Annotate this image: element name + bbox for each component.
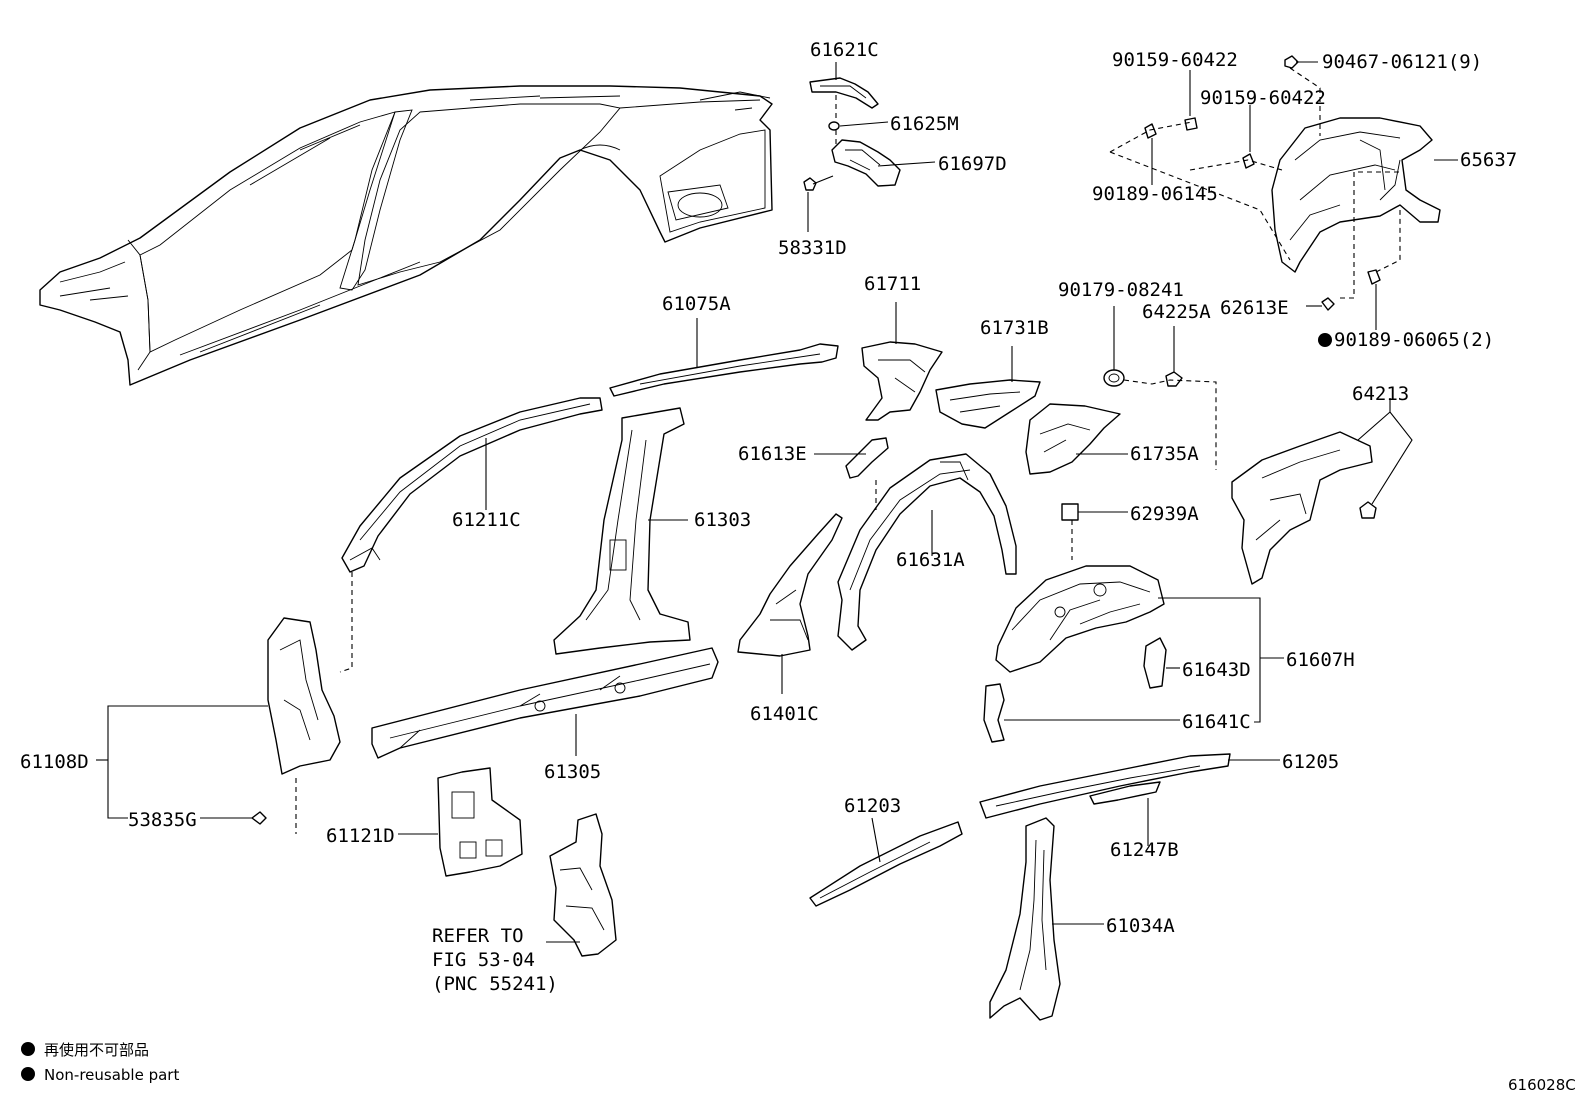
front-pillar-lower-61108d — [96, 617, 341, 834]
label-90179: 90179-08241 — [1058, 279, 1184, 301]
body-side-outer-illustration — [39, 85, 773, 386]
refer-note-line1: REFER TO — [432, 925, 524, 947]
label-61034a: 61034A — [1106, 915, 1175, 937]
rear-pillar-group — [809, 753, 1280, 1021]
center-pillar-61303 — [553, 407, 691, 655]
label-90189-06145: 90189-06145 — [1092, 183, 1218, 205]
roof-rail-61075a — [609, 318, 839, 397]
label-62613e: 62613E — [1220, 297, 1289, 319]
label-61401c: 61401C — [750, 703, 819, 725]
figure-id: 616028C — [1508, 1076, 1576, 1094]
refer-bracket-illustration — [546, 813, 617, 957]
label-61631a: 61631A — [896, 549, 965, 571]
legend-jp: 再使用不可部品 — [44, 1041, 149, 1059]
label-61711: 61711 — [864, 273, 921, 295]
part-labels: 61621C 61625M 61697D 58331D 90159-60422 … — [20, 39, 1517, 995]
label-64225a: 64225A — [1142, 301, 1211, 323]
label-61621c: 61621C — [810, 39, 879, 61]
label-61641c: 61641C — [1182, 711, 1251, 733]
legend-dot-icon — [21, 1042, 35, 1056]
label-61735a: 61735A — [1130, 443, 1199, 465]
label-65637: 65637 — [1460, 149, 1517, 171]
wheelhouse-outer-61631a — [837, 453, 1017, 651]
rear-brackets-right — [1103, 306, 1413, 585]
label-90467: 90467-06121(9) — [1322, 51, 1482, 73]
upper-bracket-parts — [803, 62, 936, 232]
legend: 再使用不可部品 Non-reusable part — [21, 1041, 179, 1084]
label-61075a: 61075A — [662, 293, 731, 315]
wheelhouse-inner-group — [983, 503, 1284, 743]
refer-note-line3: (PNC 55241) — [432, 973, 558, 995]
label-61247b: 61247B — [1110, 839, 1179, 861]
legend-dot-icon — [21, 1067, 35, 1081]
label-61697d: 61697D — [938, 153, 1007, 175]
label-62939a: 62939A — [1130, 503, 1199, 525]
label-61108d: 61108D — [20, 751, 89, 773]
legend-en: Non-reusable part — [44, 1066, 179, 1084]
label-53835g: 53835G — [128, 809, 197, 831]
label-61731b: 61731B — [980, 317, 1049, 339]
label-90159-b: 90159-60422 — [1200, 87, 1326, 109]
label-61203: 61203 — [844, 795, 901, 817]
quarter-pillar-lower — [737, 437, 889, 694]
label-61607h: 61607H — [1286, 649, 1355, 671]
label-61211c: 61211C — [452, 509, 521, 531]
label-64213: 64213 — [1352, 383, 1409, 405]
fender-liner-group — [1109, 55, 1458, 347]
label-61625m: 61625M — [890, 113, 959, 135]
front-pillar-61211c — [339, 397, 603, 673]
label-61305: 61305 — [544, 761, 601, 783]
refer-note-line2: FIG 53-04 — [432, 949, 535, 971]
label-61643d: 61643D — [1182, 659, 1251, 681]
label-90159-a: 90159-60422 — [1112, 49, 1238, 71]
non-reusable-marker — [1318, 333, 1332, 347]
rear-upper-panels — [861, 302, 1128, 475]
label-58331d: 58331D — [778, 237, 847, 259]
rocker-61305 — [371, 647, 719, 759]
label-61121d: 61121D — [326, 825, 395, 847]
label-61613e: 61613E — [738, 443, 807, 465]
label-61205: 61205 — [1282, 751, 1339, 773]
label-90189-06065: 90189-06065(2) — [1334, 329, 1494, 351]
panel-61121d — [398, 767, 523, 877]
label-61303: 61303 — [694, 509, 751, 531]
